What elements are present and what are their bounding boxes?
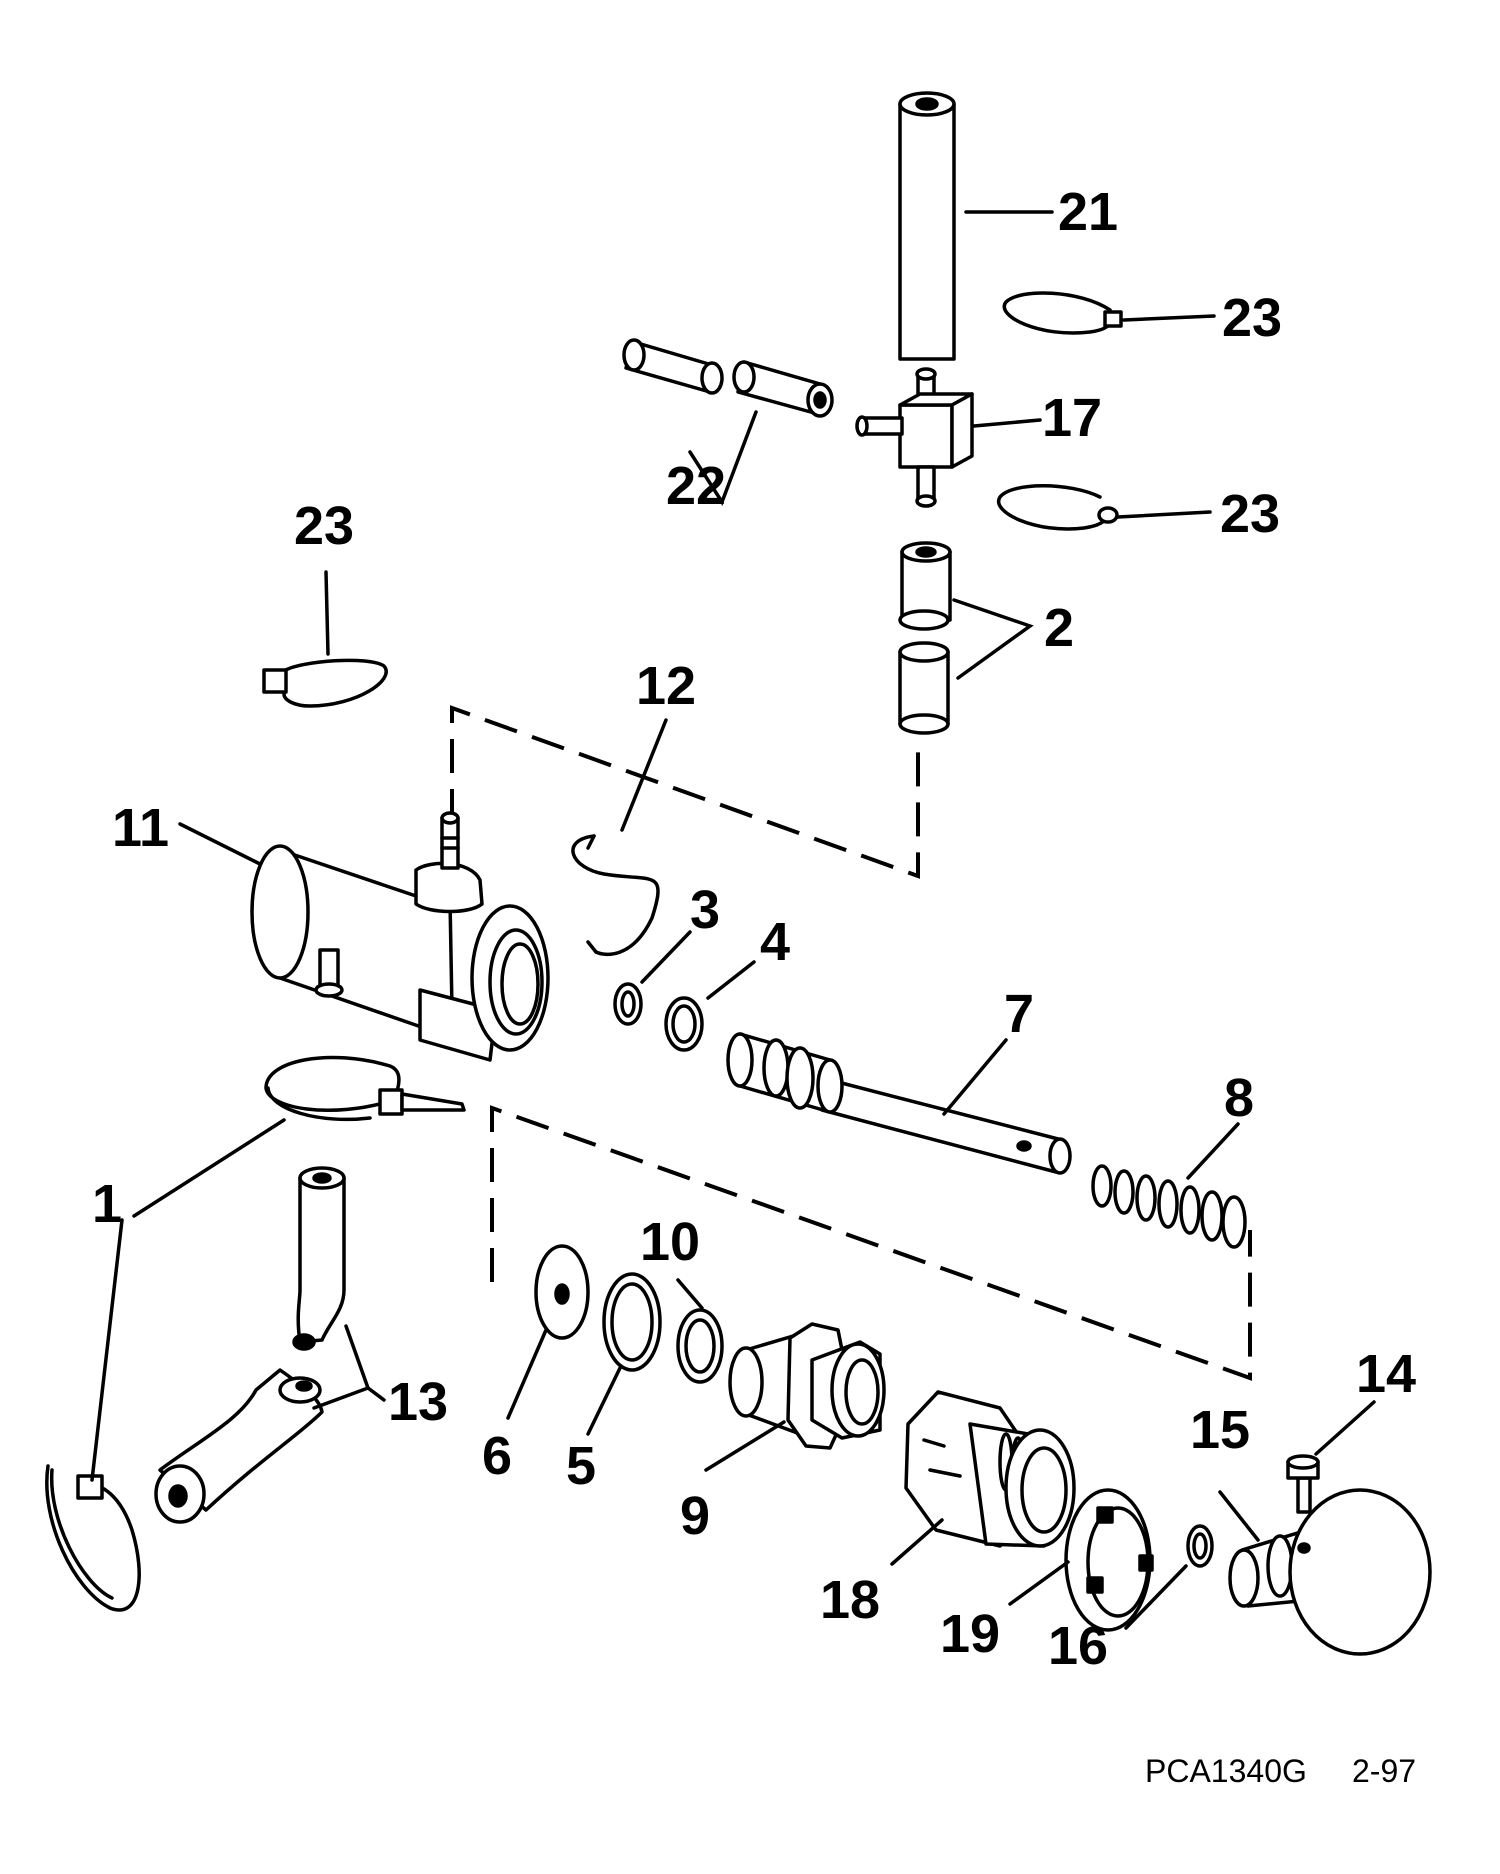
part-18-threaded-nut xyxy=(904,1390,1076,1548)
part-22-hoses xyxy=(622,338,834,418)
part-7-shaft xyxy=(726,1032,1072,1175)
part-5-ring xyxy=(602,1272,662,1372)
leader-19 xyxy=(1008,1560,1070,1606)
leader-10 xyxy=(676,1278,704,1310)
leader-22 xyxy=(688,410,758,506)
part-3-o-ring xyxy=(613,982,643,1026)
dash-line-upper xyxy=(450,705,920,879)
part-6-washer xyxy=(534,1244,590,1340)
part-16-o-ring xyxy=(1186,1524,1214,1568)
drawing-footer: PCA1340G 2-97 xyxy=(1145,1753,1416,1789)
part-4-o-ring xyxy=(664,996,704,1052)
callout-11: 11 xyxy=(112,798,169,858)
part-23-clamp-middle-right xyxy=(996,484,1119,531)
callout-14: 14 xyxy=(1356,1344,1416,1404)
part-8-spring xyxy=(1091,1164,1247,1249)
leader-15 xyxy=(1218,1490,1260,1542)
part-1-cable-tie-lower xyxy=(45,1464,141,1612)
callout-5: 5 xyxy=(566,1436,596,1496)
callout-8: 8 xyxy=(1224,1068,1254,1128)
leader-23-upper xyxy=(1122,314,1216,322)
part-14-screw xyxy=(1286,1454,1320,1514)
leader-17 xyxy=(972,418,1042,428)
callout-17: 17 xyxy=(1042,388,1102,448)
callout-3: 3 xyxy=(690,880,720,940)
callout-10: 10 xyxy=(640,1212,700,1272)
leader-6 xyxy=(506,1328,548,1420)
callout-19: 19 xyxy=(940,1604,1000,1664)
part-1-cable-tie-upper xyxy=(264,1055,466,1122)
part-23-clamp-left xyxy=(262,658,388,708)
leader-18 xyxy=(890,1518,944,1566)
part-11-housing xyxy=(250,811,550,1062)
leader-12 xyxy=(620,718,668,832)
part-19-lock-ring xyxy=(1064,1488,1154,1632)
leader-14 xyxy=(1314,1400,1376,1456)
leader-1-lower xyxy=(90,1218,124,1482)
callout-1: 1 xyxy=(92,1174,122,1234)
drawing-revision: 2-97 xyxy=(1352,1753,1416,1789)
dash-line-lower xyxy=(490,1105,1252,1381)
leader-13-b xyxy=(366,1386,386,1402)
part-12-snap-ring xyxy=(571,834,660,957)
leader-23-middle xyxy=(1116,510,1212,519)
callout-15: 15 xyxy=(1190,1400,1250,1460)
part-2-sleeves xyxy=(898,541,952,735)
leader-23-left xyxy=(324,570,330,656)
callout-4: 4 xyxy=(760,912,790,972)
leader-11 xyxy=(178,822,262,866)
drawing-id: PCA1340G xyxy=(1145,1753,1307,1789)
part-13-hoses xyxy=(154,1166,346,1524)
callout-6: 6 xyxy=(482,1426,512,1486)
callout-23-left: 23 xyxy=(294,496,354,556)
leader-16 xyxy=(1124,1564,1188,1630)
callout-16: 16 xyxy=(1048,1616,1108,1676)
leader-4 xyxy=(706,960,756,1000)
part-21-tube xyxy=(898,91,956,361)
callout-labels: 21 23 17 22 23 23 2 12 11 3 4 7 8 1 10 1… xyxy=(92,182,1416,1676)
part-15-knob xyxy=(1228,1488,1432,1656)
callout-12: 12 xyxy=(636,656,696,716)
callout-18: 18 xyxy=(820,1570,880,1630)
leader-3 xyxy=(640,930,692,984)
leader-5 xyxy=(586,1366,622,1436)
callout-7: 7 xyxy=(1004,984,1034,1044)
callout-13: 13 xyxy=(388,1372,448,1432)
part-23-clamp-upper-right xyxy=(1002,291,1123,335)
callout-22: 22 xyxy=(666,456,726,516)
callout-21: 21 xyxy=(1058,182,1118,242)
leader-2 xyxy=(952,598,1034,680)
leader-8 xyxy=(1186,1122,1240,1180)
callout-2: 2 xyxy=(1044,598,1074,658)
part-10-o-ring xyxy=(676,1308,724,1384)
leader-7 xyxy=(942,1038,1008,1116)
callout-9: 9 xyxy=(680,1486,710,1546)
leader-9 xyxy=(704,1420,786,1472)
assembly-dash-lines xyxy=(450,705,1252,1381)
callout-23-middle: 23 xyxy=(1220,484,1280,544)
leader-1-upper xyxy=(132,1118,286,1218)
part-17-fitting xyxy=(855,367,974,508)
callout-23-upper: 23 xyxy=(1222,288,1282,348)
part-9-fitting xyxy=(728,1322,886,1450)
leader-lines xyxy=(90,210,1376,1630)
